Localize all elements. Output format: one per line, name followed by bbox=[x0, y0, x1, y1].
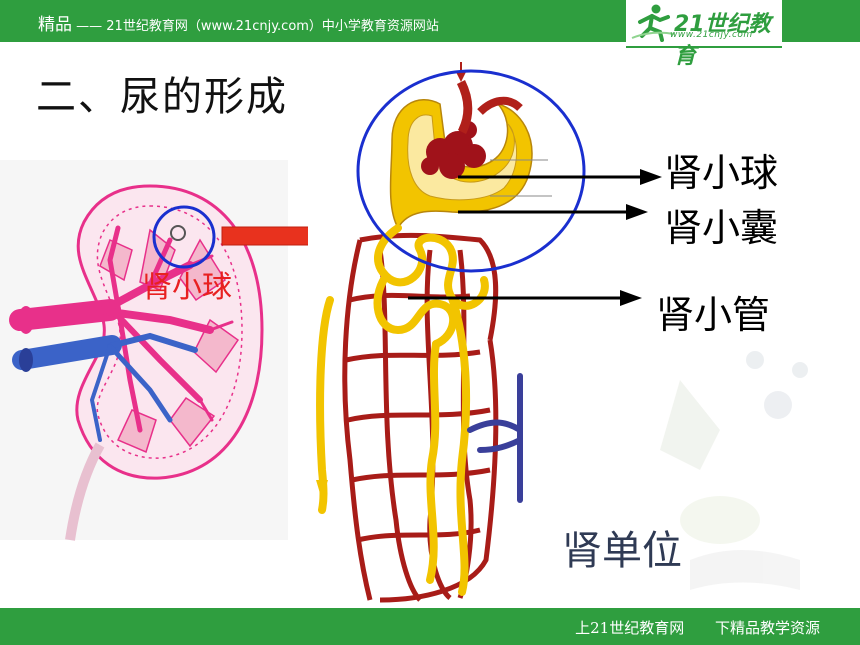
header-text: 精品 —— 21世纪教育网（www.21cnjy.com）中小学教育资源网站 bbox=[38, 10, 439, 35]
logo-url: www.21cnjy.com bbox=[670, 30, 753, 40]
corpuscle-highlight-circle bbox=[356, 69, 586, 273]
header-site-desc: 21世纪教育网（www.21cnjy.com）中小学教育资源网站 bbox=[106, 19, 439, 34]
background-decoration bbox=[660, 351, 808, 590]
label-glomerulus: 肾小球 bbox=[664, 151, 779, 195]
pointer-lines bbox=[408, 175, 644, 300]
nephron-illustration bbox=[308, 62, 644, 610]
pointer-arrowheads bbox=[620, 169, 662, 306]
logo-name: 21世纪教育 bbox=[674, 12, 771, 69]
footer-link-download[interactable]: 下精品教学资源 bbox=[714, 619, 820, 637]
runner-logo-icon bbox=[631, 4, 675, 42]
kidney-illustration bbox=[0, 160, 288, 541]
header-bar: 精品 —— 21世纪教育网（www.21cnjy.com）中小学教育资源网站 2… bbox=[0, 0, 860, 69]
kidney-highlight-circle bbox=[152, 205, 216, 269]
header-brand: 精品 bbox=[38, 15, 72, 35]
nephron-label: 肾单位 bbox=[562, 528, 682, 574]
slide-title: 二、尿的形成 bbox=[36, 74, 288, 120]
header-dash: —— bbox=[76, 19, 103, 34]
kidney-glomerulus-label: 肾小球 bbox=[142, 270, 232, 305]
footer-bar: 上21世纪教育网 下精品教学资源 bbox=[0, 608, 860, 645]
footer-link-upload[interactable]: 上21世纪教育网 bbox=[575, 619, 685, 637]
label-bowmans-capsule: 肾小囊 bbox=[664, 206, 779, 250]
label-renal-tubule: 肾小管 bbox=[656, 293, 771, 337]
footer-text: 上21世纪教育网 下精品教学资源 bbox=[549, 617, 820, 638]
thin-guide-lines bbox=[490, 159, 552, 197]
site-logo[interactable]: 21世纪教育 www.21cnjy.com bbox=[626, 0, 782, 69]
